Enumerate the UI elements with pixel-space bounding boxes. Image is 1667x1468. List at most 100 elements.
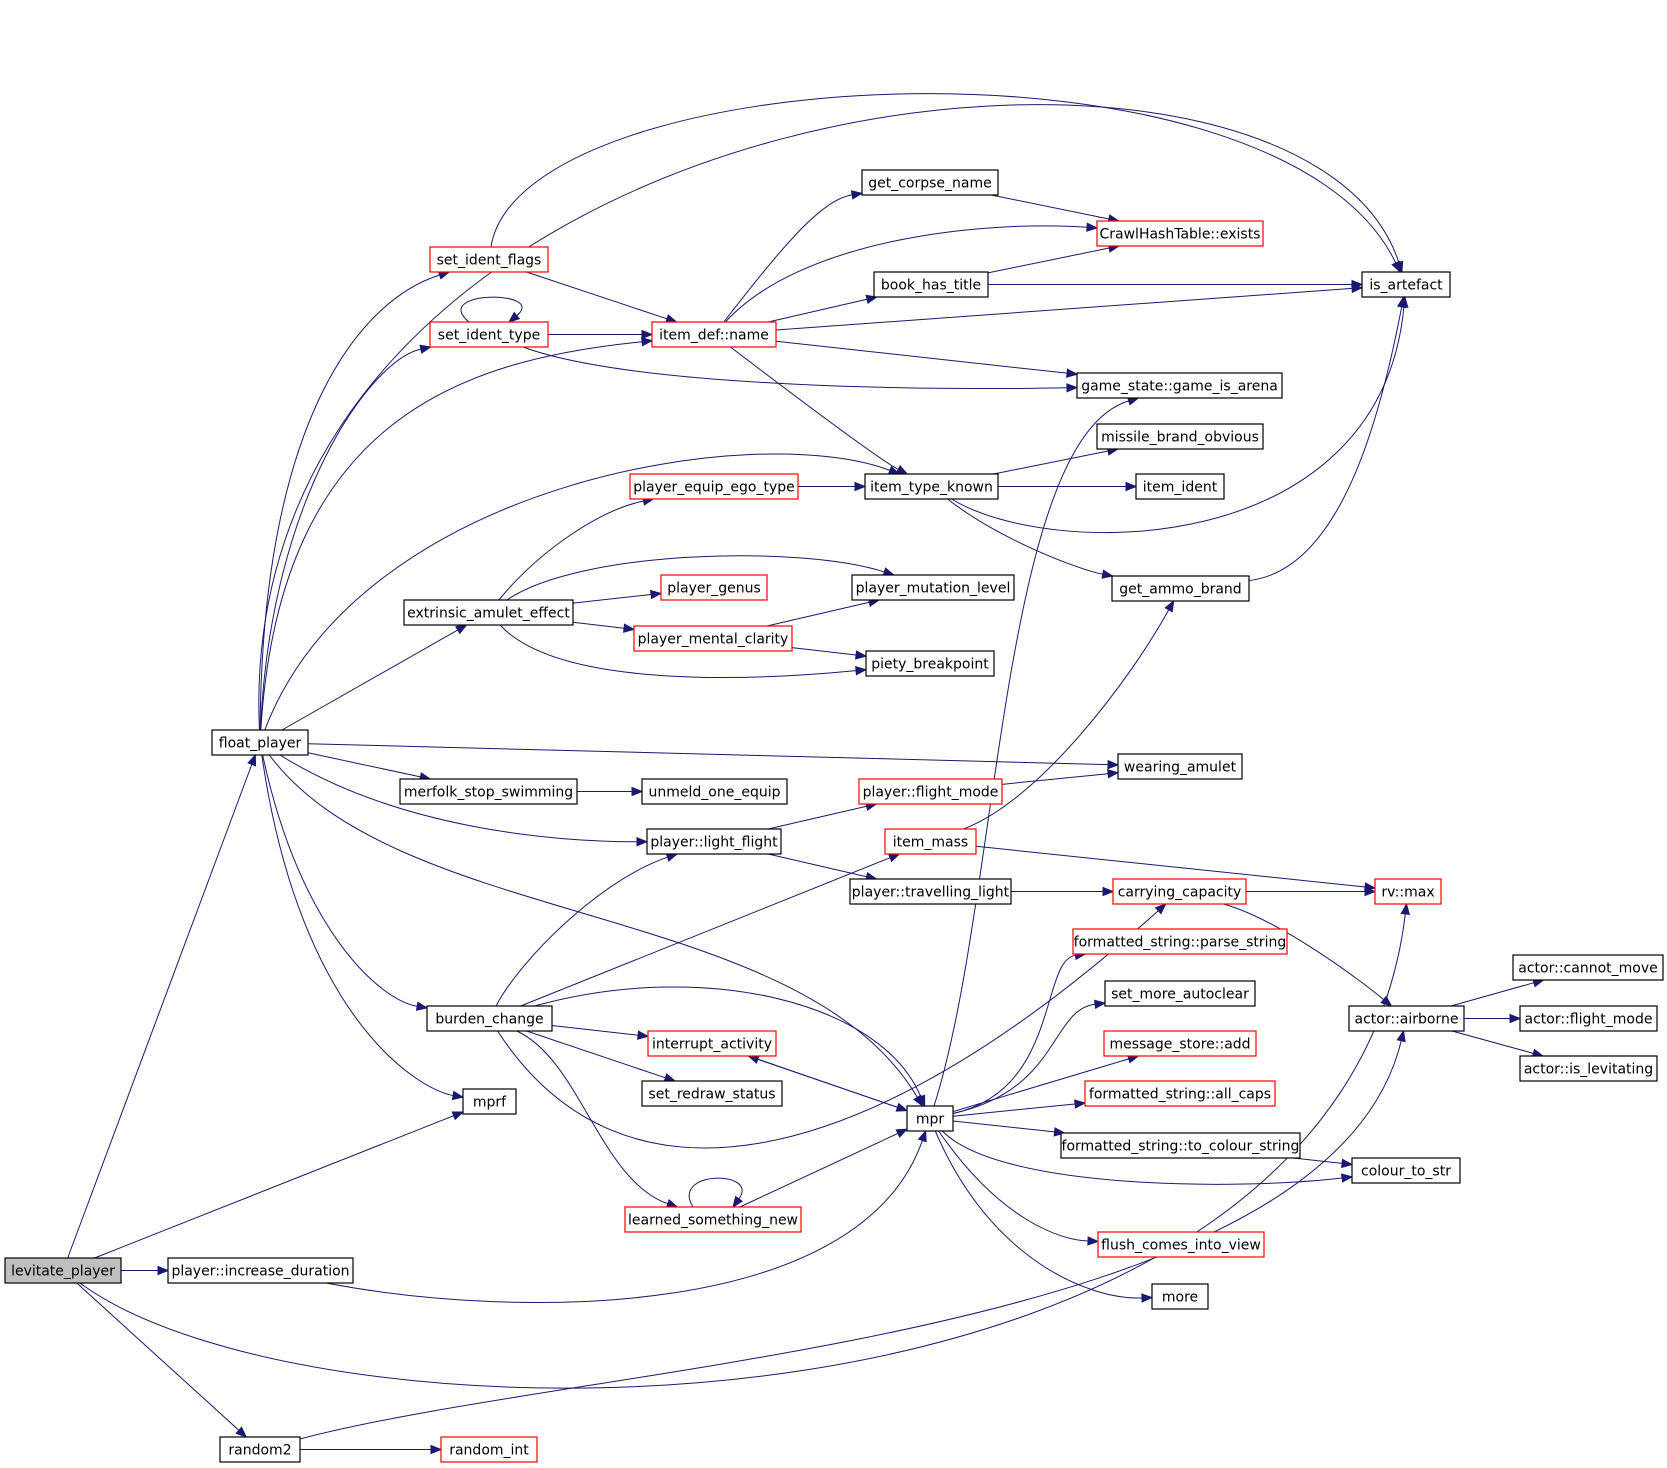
node-player-mental-clarity[interactable]: player_mental_clarity — [633, 625, 793, 652]
node-box — [429, 321, 549, 348]
node-label: item_def::name — [659, 328, 769, 344]
node-burden-change[interactable]: burden_change — [426, 1005, 553, 1032]
edge-set_ident_type-to-item_def_name — [548, 329, 654, 340]
node-box — [647, 1030, 777, 1057]
node-label: player_equip_ego_type — [633, 480, 795, 496]
node-box — [864, 473, 999, 500]
edge-random2-to-actor_airborne — [299, 1029, 1406, 1440]
edge-item_mass-to-get_ammo_brand — [963, 599, 1175, 830]
edge-mpr-to-colour_to_str — [941, 1130, 1354, 1185]
node-label: formatted_string::all_caps — [1089, 1087, 1271, 1103]
edge-merfolk_stop_swimming-to-unmeld_one_equip — [577, 786, 644, 797]
node-player-equip-ego-type[interactable]: player_equip_ego_type — [629, 473, 799, 500]
arrowhead — [1396, 1029, 1406, 1043]
node-unmeld-one-equip[interactable]: unmeld_one_equip — [641, 778, 788, 805]
node-get-corpse-name[interactable]: get_corpse_name — [861, 169, 999, 196]
node-box — [1096, 220, 1264, 247]
node-random2[interactable]: random2 — [219, 1436, 301, 1463]
edge-line — [757, 1058, 908, 1112]
node-get-ammo-brand[interactable]: get_ammo_brand — [1111, 575, 1250, 602]
node-player-mutation-level[interactable]: player_mutation_level — [851, 574, 1015, 601]
node-player-genus[interactable]: player_genus — [660, 574, 768, 601]
node-is-artefact[interactable]: is_artefact — [1361, 271, 1451, 298]
node-label: piety_breakpoint — [871, 657, 989, 673]
node-float-player[interactable]: float_player — [211, 729, 309, 756]
node-set-ident-type[interactable]: set_ident_type — [429, 321, 549, 348]
node-player-light-flight[interactable]: player::light_flight — [646, 828, 782, 855]
edge-line — [993, 450, 1109, 475]
edge-extrinsic_amulet_effect-to-player_genus — [572, 589, 663, 604]
node-set-ident-flags[interactable]: set_ident_flags — [429, 246, 549, 273]
edge-line — [490, 93, 1397, 264]
edge-mpr-to-parse_string — [952, 950, 1087, 1114]
edge-carrying_capacity-to-actor_airborne — [1223, 903, 1393, 1007]
node-box — [167, 1257, 354, 1284]
node-item-mass[interactable]: item_mass — [884, 828, 977, 855]
node-player-flight-mode[interactable]: player::flight_mode — [858, 778, 1003, 805]
node-actor-cannot-move[interactable]: actor::cannot_move — [1512, 954, 1664, 981]
node-box — [1348, 1005, 1465, 1032]
edge-line — [725, 225, 1088, 323]
edge-line — [551, 1025, 639, 1036]
node-game-is-arena[interactable]: game_state::game_is_arena — [1076, 372, 1283, 399]
node-book-has-title[interactable]: book_has_title — [873, 271, 989, 298]
edge-line — [952, 954, 1076, 1114]
edge-line — [938, 1130, 1089, 1242]
node-box — [906, 1105, 954, 1132]
node-parse-string[interactable]: formatted_string::parse_string — [1072, 928, 1288, 955]
edge-line — [520, 857, 891, 1007]
edge-line — [495, 856, 668, 1007]
node-mpr[interactable]: mpr — [906, 1105, 954, 1132]
node-actor-is-levitating[interactable]: actor::is_levitating — [1519, 1055, 1658, 1082]
edge-line — [526, 1030, 666, 1079]
node-box — [219, 1436, 301, 1463]
node-label: burden_change — [435, 1012, 543, 1028]
node-player-increase-duration[interactable]: player::increase_duration — [167, 1257, 354, 1284]
node-mprf[interactable]: mprf — [462, 1088, 517, 1115]
node-levitate-player[interactable]: levitate_player — [4, 1257, 122, 1284]
node-set-more-autoclear[interactable]: set_more_autoclear — [1104, 980, 1256, 1007]
node-to-colour-string[interactable]: formatted_string::to_colour_string — [1060, 1132, 1301, 1159]
edge-line — [933, 400, 1129, 1107]
node-item-ident[interactable]: item_ident — [1135, 473, 1225, 500]
node-box — [641, 778, 788, 805]
node-flush-comes-into-view[interactable]: flush_comes_into_view — [1097, 1231, 1265, 1258]
node-box — [1374, 878, 1442, 905]
node-actor-airborne[interactable]: actor::airborne — [1348, 1005, 1465, 1032]
node-player-travelling-light[interactable]: player::travelling_light — [849, 878, 1012, 905]
edge-line — [260, 341, 643, 731]
arrowhead — [916, 1094, 926, 1108]
edge-burden_change-to-item_mass — [520, 853, 901, 1007]
edge-player_mental_clarity-to-piety_breakpoint — [791, 647, 868, 660]
node-rv-max[interactable]: rv::max — [1374, 878, 1442, 905]
edge-burden_change-to-carrying_capacity — [497, 903, 1167, 1149]
node-set-redraw-status[interactable]: set_redraw_status — [641, 1080, 783, 1107]
node-all-caps[interactable]: formatted_string::all_caps — [1084, 1080, 1276, 1107]
node-wearing-amulet[interactable]: wearing_amulet — [1117, 753, 1243, 780]
node-carrying-capacity[interactable]: carrying_capacity — [1112, 878, 1247, 905]
node-more[interactable]: more — [1151, 1283, 1209, 1310]
node-interrupt-activity[interactable]: interrupt_activity — [647, 1030, 777, 1057]
node-missile-brand-obvious[interactable]: missile_brand_obvious — [1096, 423, 1264, 450]
edge-line — [975, 845, 1366, 888]
node-extrinsic-amulet-effect[interactable]: extrinsic_amulet_effect — [403, 599, 574, 626]
node-learned-something-new[interactable]: learned_something_new — [624, 1206, 802, 1233]
node-item-type-known[interactable]: item_type_known — [864, 473, 999, 500]
node-merfolk-stop-swimming[interactable]: merfolk_stop_swimming — [399, 778, 578, 805]
node-box — [1519, 1005, 1658, 1032]
node-piety-breakpoint[interactable]: piety_breakpoint — [865, 650, 995, 677]
arrowhead — [1391, 260, 1401, 274]
edge-mpr-to-set_more_autoclear — [952, 999, 1107, 1114]
edge-line — [934, 1130, 1143, 1299]
node-colour-to-str[interactable]: colour_to_str — [1351, 1157, 1461, 1184]
node-crawlhashtable-exists[interactable]: CrawlHashTable::exists — [1096, 220, 1264, 247]
arrowhead — [1087, 1236, 1100, 1246]
edge-line — [516, 1030, 668, 1205]
node-actor-flight-mode[interactable]: actor::flight_mode — [1519, 1005, 1658, 1032]
arrowhead — [419, 344, 432, 354]
node-message-store-add[interactable]: message_store::add — [1103, 1030, 1257, 1057]
node-random-int[interactable]: random_int — [440, 1436, 538, 1463]
node-item-def-name[interactable]: item_def::name — [651, 321, 777, 348]
node-label: set_more_autoclear — [1111, 987, 1249, 1003]
node-box — [865, 650, 995, 677]
